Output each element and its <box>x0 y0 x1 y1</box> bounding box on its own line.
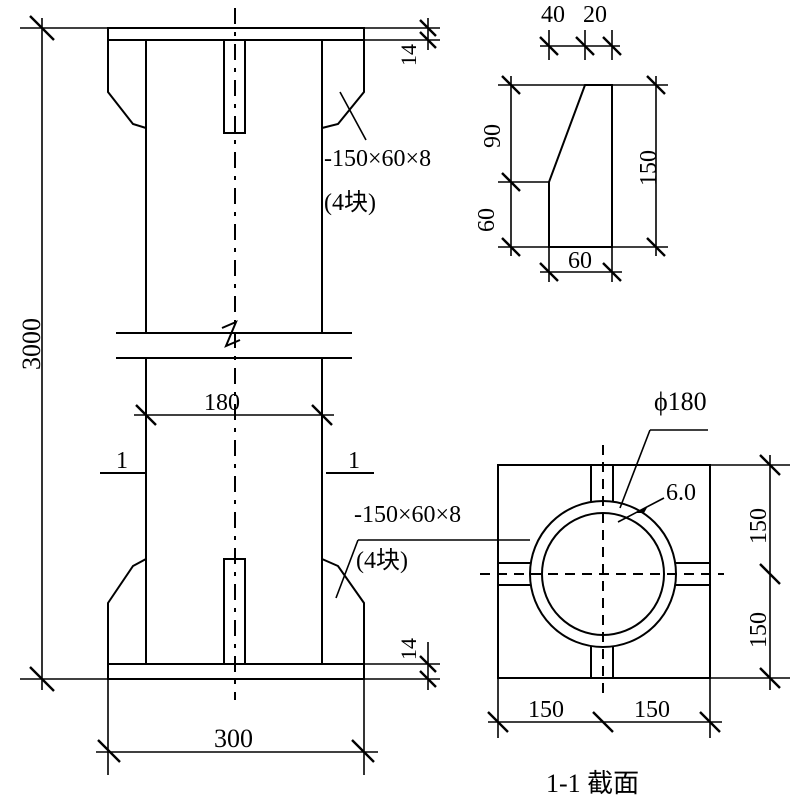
bottom-plate-thickness-dim: 14 <box>364 638 440 690</box>
detail-bottom-width-dim: 60 <box>568 248 592 274</box>
detail-top-left-dim: 40 <box>541 2 565 28</box>
top-plate-thk-text: 14 <box>396 44 421 66</box>
top-stiffener-count: (4块) <box>324 189 376 216</box>
bottom-stiffener-callout: -150×60×8 (4块) <box>335 502 530 599</box>
section-left-dim: 150 <box>528 697 564 723</box>
section-mark-left: 1 <box>116 448 128 474</box>
detail-lower-height-dim: 60 <box>474 208 500 232</box>
bottom-stiffener-label: -150×60×8 <box>354 502 461 528</box>
height-dimension: 3000 <box>17 15 108 692</box>
bottom-left-stiffener <box>107 558 147 664</box>
top-plate-thickness-dim: 14 <box>364 18 440 66</box>
break-mark <box>221 320 241 348</box>
base-width-dim: 300 <box>96 679 378 775</box>
stiffener-plate-outline <box>548 84 613 248</box>
top-left-stiffener <box>107 40 147 129</box>
bottom-right-stiffener <box>321 558 365 664</box>
top-stiffener-callout: -150×60×8 (4块) <box>324 91 431 216</box>
section-1-1: ϕ180 6.0 150 150 150 150 1-1 截面 <box>480 387 790 798</box>
inner-width-text: 180 <box>204 390 240 416</box>
section-title: 1-1 截面 <box>546 769 639 798</box>
detail-upper-height-dim: 90 <box>480 124 506 148</box>
section-right-dim: 150 <box>634 697 670 723</box>
section-lower-dim: 150 <box>746 612 772 648</box>
section-mark-right: 1 <box>348 448 360 474</box>
detail-total-height-dim: 150 <box>636 150 662 186</box>
inner-width-dim: 180 <box>134 390 334 426</box>
bottom-plate-thk-text: 14 <box>396 638 421 660</box>
pipe-diameter-label: ϕ180 <box>654 387 707 416</box>
detail-top-right-dim: 20 <box>583 2 607 28</box>
height-dim-text: 3000 <box>17 318 46 370</box>
section-upper-dim: 150 <box>746 508 772 544</box>
top-stiffener-label: -150×60×8 <box>324 146 431 172</box>
wall-thickness-label: 6.0 <box>666 480 696 506</box>
column-elevation: 1 1 <box>100 8 374 700</box>
base-width-text: 300 <box>214 724 253 753</box>
stiffener-detail: 40 20 90 60 150 60 <box>474 2 668 282</box>
bottom-stiffener-count: (4块) <box>356 547 408 574</box>
top-right-stiffener <box>321 40 365 129</box>
top-rib-slot <box>223 39 246 134</box>
